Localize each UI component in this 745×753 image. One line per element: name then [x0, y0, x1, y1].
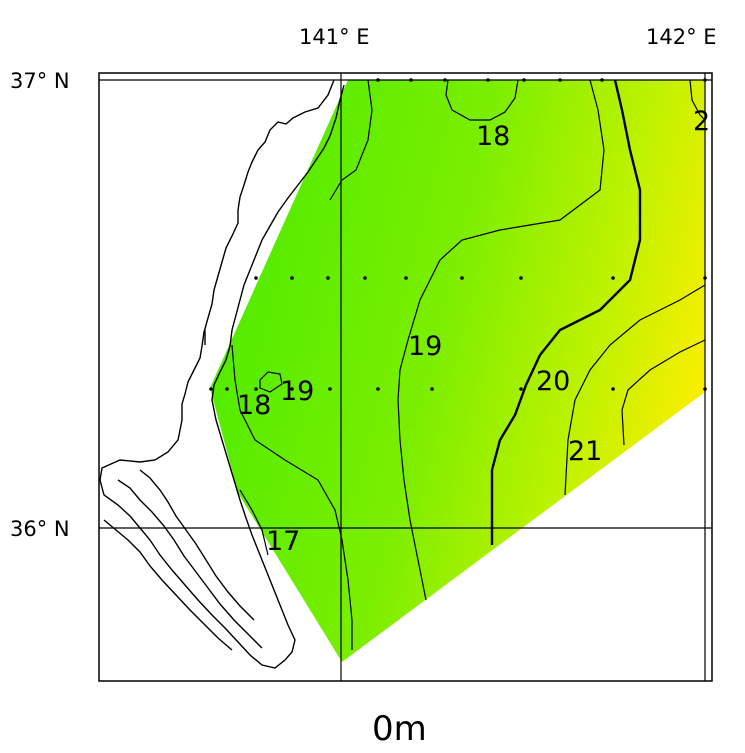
depth-label: 0m: [372, 709, 427, 749]
lon-label-142: 142° E: [646, 25, 717, 49]
lat-label-36: 36° N: [10, 517, 70, 541]
coastline: [99, 79, 345, 669]
contour-label: 18: [237, 390, 271, 421]
map-frame: [98, 72, 713, 682]
contour-label: 19: [280, 376, 314, 407]
contour-label: 21: [568, 436, 602, 467]
contour-label: 20: [536, 366, 570, 397]
station-dots: [209, 78, 707, 391]
contour-lines: [231, 79, 706, 650]
contour-label: 19: [408, 331, 442, 362]
contour-label: 2: [693, 106, 710, 137]
sea-temperature-field: [210, 80, 705, 662]
contour-label: 18: [476, 121, 510, 152]
lat-label-37: 37° N: [10, 69, 70, 93]
lon-label-141: 141° E: [299, 25, 370, 49]
contour-label: 17: [266, 526, 300, 557]
